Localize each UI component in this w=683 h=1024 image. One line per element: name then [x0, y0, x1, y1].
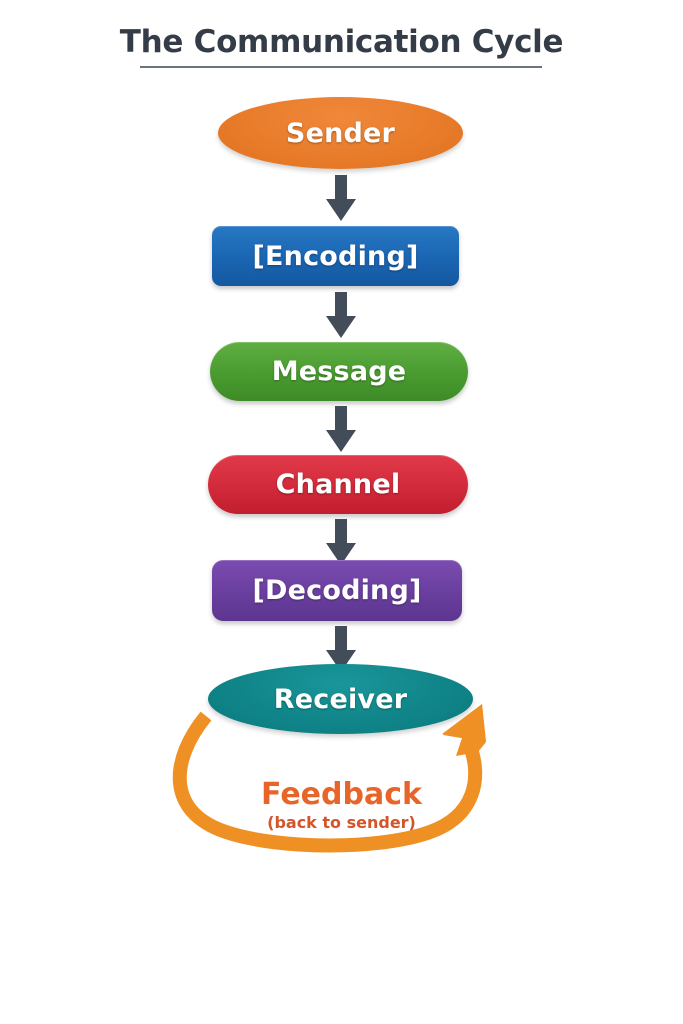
node-sender-label: Sender — [285, 117, 396, 149]
node-encoding[interactable]: [Encoding] — [212, 226, 459, 286]
arrow-message-to-channel-icon — [325, 406, 357, 454]
arrow-decoding-to-receiver-icon — [325, 626, 357, 674]
node-message[interactable]: Message — [210, 342, 468, 401]
arrow-encoding-to-message-icon — [325, 292, 357, 340]
node-decoding-label: [Decoding] — [252, 575, 422, 606]
feedback-text-block: Feedback (back to sender) — [0, 778, 683, 833]
feedback-sublabel: (back to sender) — [267, 813, 416, 832]
node-message-label: Message — [271, 356, 407, 387]
node-channel-label: Channel — [275, 469, 401, 500]
title-underline-rule — [140, 66, 542, 68]
node-sender[interactable]: Sender — [218, 97, 463, 169]
node-encoding-label: [Encoding] — [252, 240, 419, 272]
arrow-channel-to-decoding-icon — [325, 519, 357, 567]
feedback-label: Feedback — [261, 777, 422, 812]
arrow-sender-to-encoding-icon — [325, 175, 357, 223]
node-channel[interactable]: Channel — [208, 455, 468, 514]
title-block: The Communication Cycle — [0, 22, 683, 68]
page-title: The Communication Cycle — [119, 24, 564, 60]
feedback-loop-arrow-icon — [130, 690, 550, 870]
node-decoding[interactable]: [Decoding] — [212, 560, 462, 621]
